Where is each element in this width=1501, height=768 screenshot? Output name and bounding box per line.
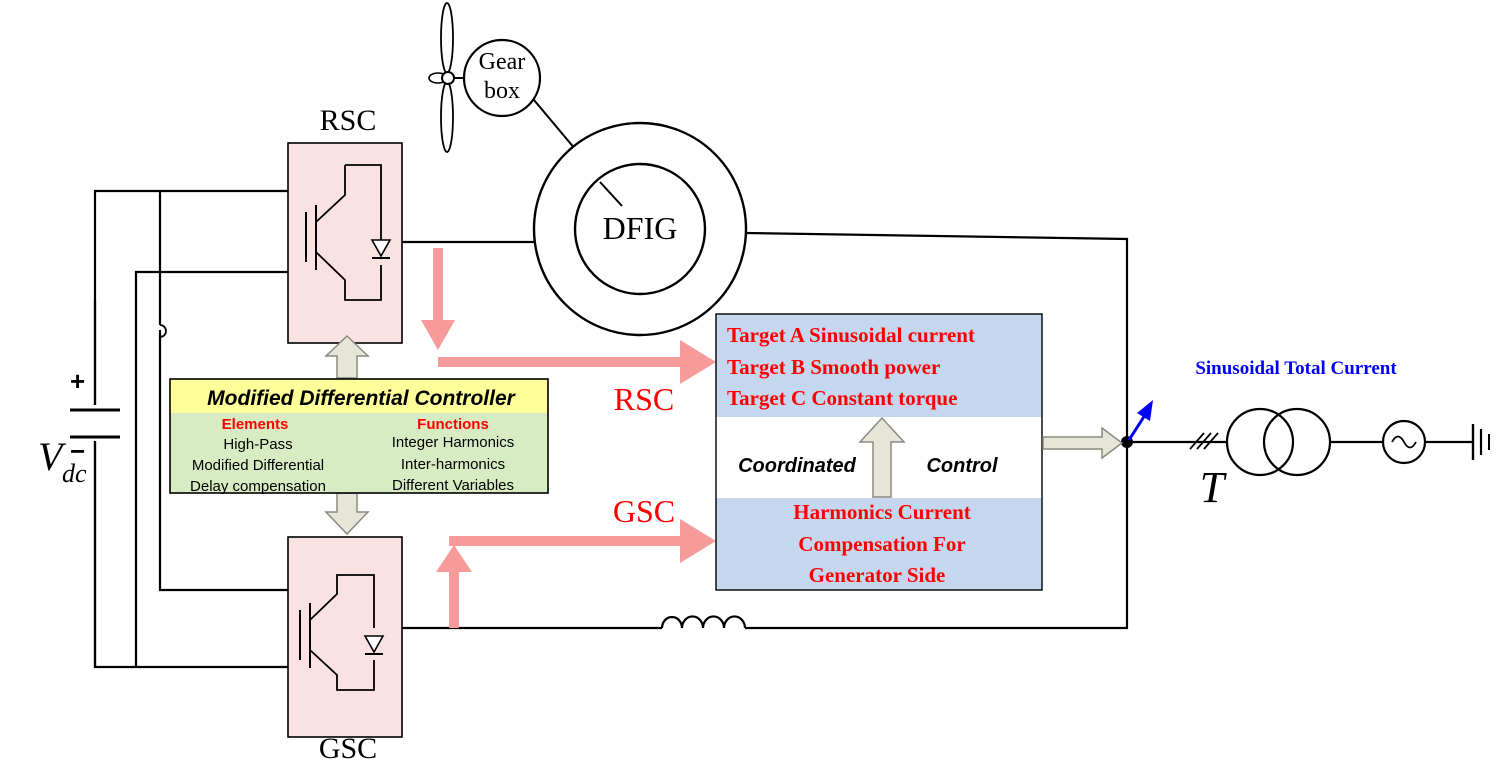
target-item: Target C Constant torque [727,386,957,410]
dfig-generator [532,121,748,337]
controller-to-gsc-arrow [324,492,370,536]
harmonics-line: Harmonics Current [793,500,971,524]
function-item: Integer Harmonics [392,434,515,451]
grid-inductor [660,615,747,629]
vdc-minus-label: − [70,436,85,466]
controller-title: Modified Differential Controller [207,387,516,410]
ac-source-symbol [1381,419,1427,465]
gearbox-label-line2: box [484,78,520,104]
coordinated-label: Coordinated [738,455,857,477]
functions-header: Functions [417,416,489,433]
rsc-converter [287,142,403,344]
dfig-label: DFIG [603,210,678,246]
transformer-symbol [1225,407,1332,477]
modified-differential-controller: Modified Differential Controller Element… [169,378,549,495]
wind-turbine-blades [428,2,466,153]
function-item: Inter-harmonics [401,456,505,473]
vdc-label: V dc [38,434,87,488]
vdc-subscript-label: dc [62,459,87,488]
elements-header: Elements [222,416,289,433]
gearbox-label-line1: Gear [479,49,526,75]
gsc-converter [287,536,403,738]
gsc-arrow-label: GSC [613,493,675,529]
target-item: Target B Smooth power [727,355,940,379]
control-label: Control [926,455,998,477]
dc-capacitor-symbol [70,300,120,667]
element-item: High-Pass [223,436,292,453]
gsc-flow-arrow [436,519,716,628]
gsc-label: GSC [319,732,377,765]
rsc-arrow-label: RSC [614,381,674,417]
function-item: Different Variables [392,477,514,494]
transformer-label: T [1200,463,1228,512]
sinusoidal-total-current-label: Sinusoidal Total Current [1195,358,1397,379]
rsc-flow-arrow [421,248,716,384]
element-item: Delay compensation [190,478,326,495]
vdc-main-label: V [38,434,67,479]
harmonics-line: Generator Side [809,563,946,587]
blue-current-arrow [1127,400,1153,441]
three-phase-marks [1189,432,1219,450]
vdc-plus-label: + [70,366,85,396]
coordinated-control-panel: Target A Sinusoidal current Target B Smo… [715,313,1043,591]
panel-to-pcc-arrow [1042,426,1124,460]
coordination-up-arrow [858,416,906,498]
stator-wire [744,231,1129,630]
ground-symbol [1471,424,1490,460]
element-item: Modified Differential [192,457,324,474]
target-item: Target A Sinusoidal current [727,323,975,347]
harmonics-line: Compensation For [798,532,965,556]
controller-to-rsc-arrow [324,334,370,379]
rsc-label: RSC [320,104,377,137]
gearbox [462,38,542,118]
